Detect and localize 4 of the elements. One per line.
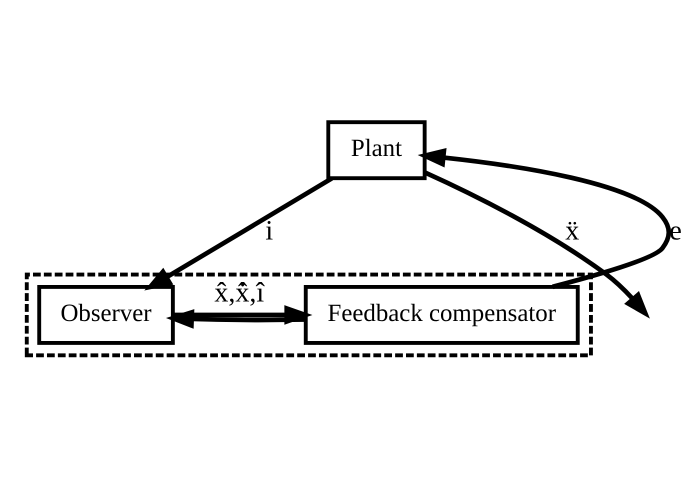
edge-label: e (669, 215, 682, 246)
edge-label: x̂,x̂̇,î (214, 278, 264, 309)
edge-label: i (265, 215, 274, 246)
edge-label: ẍ (565, 215, 580, 246)
